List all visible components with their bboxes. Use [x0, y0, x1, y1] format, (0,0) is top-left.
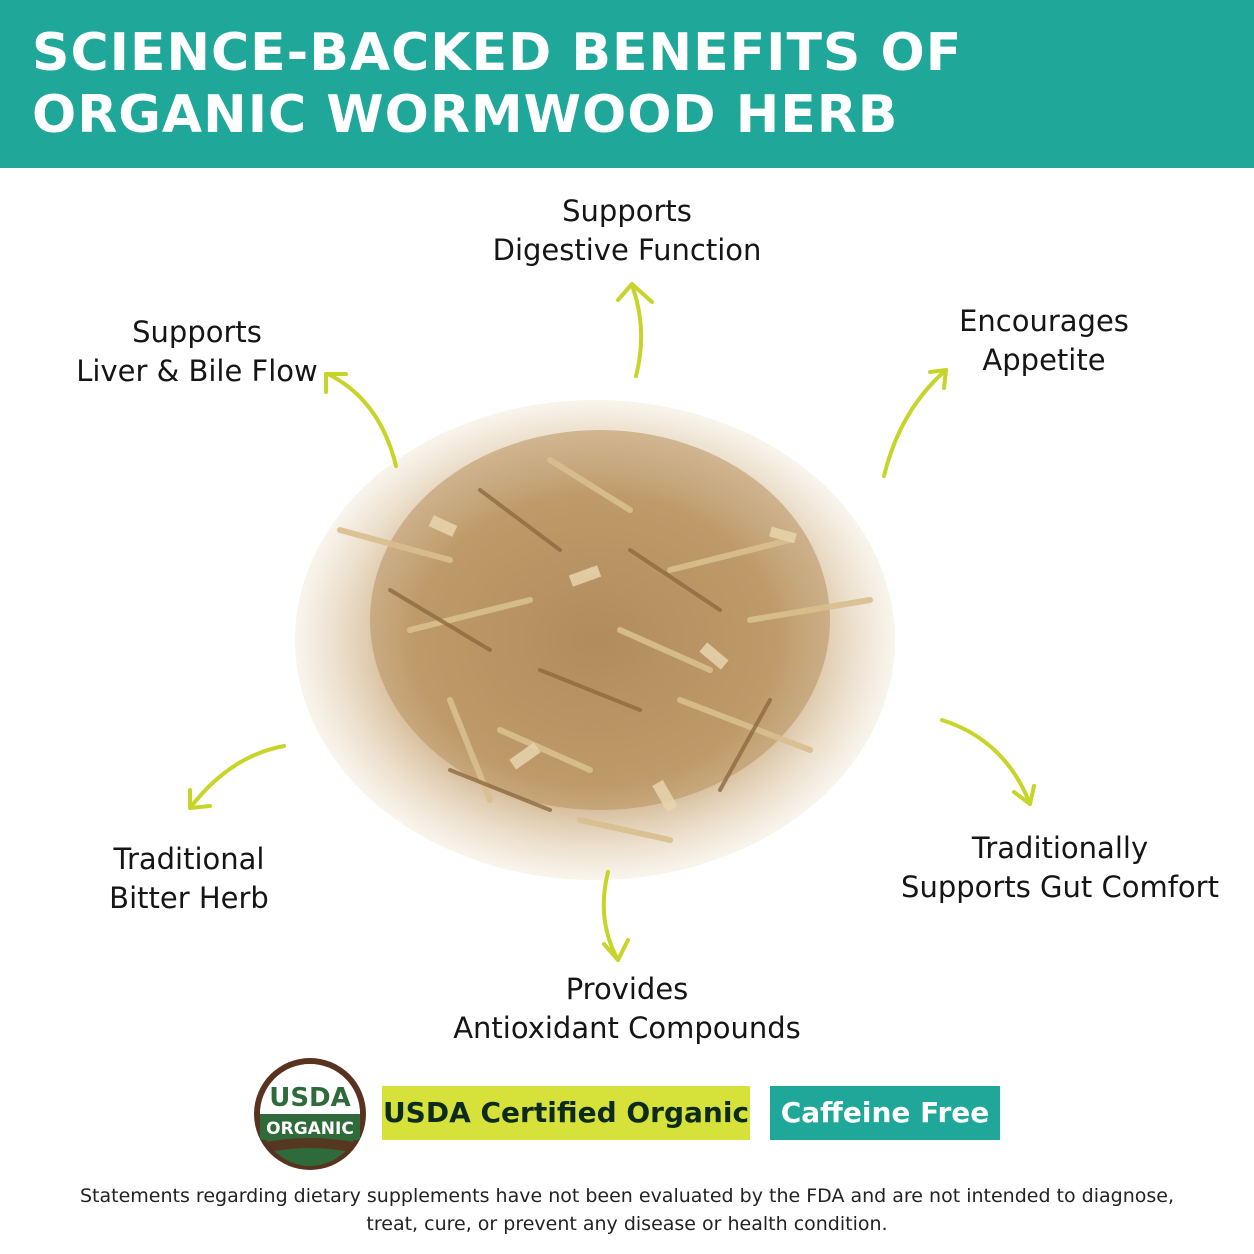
- benefit-appetite: Encourages Appetite: [934, 302, 1154, 380]
- page-title: SCIENCE-BACKED BENEFITS OF ORGANIC WORMW…: [32, 22, 962, 146]
- benefit-appetite-line1: Encourages: [959, 304, 1129, 338]
- usda-certified-badge: USDA Certified Organic: [382, 1086, 750, 1140]
- benefit-gut-line2: Supports Gut Comfort: [901, 870, 1219, 904]
- benefit-digestive: Supports Digestive Function: [470, 192, 784, 270]
- benefit-antioxidant: Provides Antioxidant Compounds: [440, 970, 814, 1048]
- benefit-digestive-line2: Digestive Function: [492, 233, 762, 267]
- usda-organic-seal: USDA ORGANIC: [254, 1058, 366, 1170]
- benefit-liver: Supports Liver & Bile Flow: [70, 313, 324, 391]
- benefit-bitter-line2: Bitter Herb: [109, 881, 269, 915]
- disclaimer-line-2: treat, cure, or prevent any disease or h…: [366, 1213, 888, 1235]
- benefit-antioxidant-line2: Antioxidant Compounds: [453, 1011, 801, 1045]
- benefit-gut-line1: Traditionally: [971, 831, 1149, 865]
- benefit-antioxidant-line1: Provides: [565, 972, 689, 1006]
- wormwood-herb-image: [295, 400, 895, 880]
- benefit-liver-line2: Liver & Bile Flow: [76, 354, 318, 388]
- disclaimer-line-1: Statements regarding dietary supplements…: [80, 1185, 1174, 1207]
- benefit-bitter-line1: Traditional: [113, 842, 265, 876]
- benefit-gut: Traditionally Supports Gut Comfort: [890, 829, 1230, 907]
- seal-bottom-text: ORGANIC: [266, 1119, 354, 1139]
- benefit-appetite-line2: Appetite: [982, 343, 1106, 377]
- fda-disclaimer: Statements regarding dietary supplements…: [20, 1182, 1234, 1238]
- header-banner: SCIENCE-BACKED BENEFITS OF ORGANIC WORMW…: [0, 0, 1254, 168]
- title-line-2: ORGANIC WORMWOOD HERB: [32, 85, 899, 145]
- title-line-1: SCIENCE-BACKED BENEFITS OF: [32, 23, 963, 83]
- caffeine-free-badge: Caffeine Free: [770, 1086, 1000, 1140]
- benefit-liver-line1: Supports: [132, 315, 262, 349]
- benefit-digestive-line1: Supports: [562, 194, 692, 228]
- seal-top-text: USDA: [269, 1083, 351, 1113]
- badge-row: USDA ORGANIC USDA Certified Organic Caff…: [0, 1050, 1254, 1180]
- benefit-bitter: Traditional Bitter Herb: [90, 840, 288, 918]
